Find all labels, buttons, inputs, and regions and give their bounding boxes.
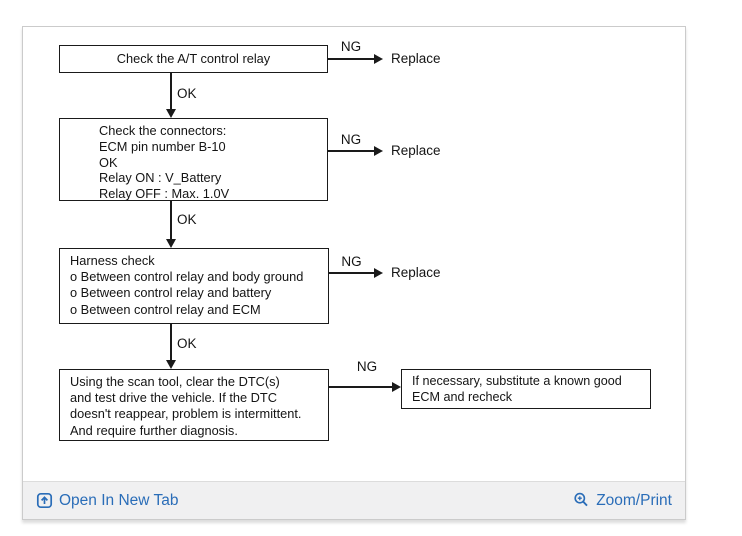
- open-in-new-tab-link[interactable]: Open In New Tab: [36, 492, 178, 510]
- viewer-toolbar: Open In New Tab Zoom/Print: [23, 481, 685, 519]
- flowchart-step-3-box: Harness check o Between control relay an…: [59, 248, 329, 324]
- arrow-right-icon: [374, 54, 383, 64]
- step-line: and test drive the vehicle. If the DTC: [70, 390, 277, 406]
- ng-connector-line: [329, 272, 374, 274]
- magnifier-icon: [573, 492, 590, 509]
- arrow-right-icon: [374, 268, 383, 278]
- step-line: o Between control relay and battery: [70, 285, 272, 301]
- step-line: If necessary, substitute a known good: [412, 374, 622, 388]
- zoom-print-link[interactable]: Zoom/Print: [573, 492, 672, 510]
- arrow-down-icon: [166, 360, 176, 369]
- flowchart-step-4-box: Using the scan tool, clear the DTC(s) an…: [59, 369, 329, 441]
- open-in-new-tab-icon: [36, 492, 53, 509]
- zoom-print-label: Zoom/Print: [596, 491, 672, 509]
- ng-label: NG: [356, 359, 378, 374]
- ng-label: NG: [340, 132, 362, 147]
- flowchart-step-2-box: Check the connectors: ECM pin number B-1…: [59, 118, 328, 201]
- ok-connector-line: [170, 324, 172, 361]
- arrow-right-icon: [374, 146, 383, 156]
- step-line: Harness check: [70, 253, 155, 268]
- replace-label: Replace: [391, 265, 441, 280]
- step-line: doesn't reappear, problem is intermitten…: [70, 406, 302, 422]
- ng-connector-line: [328, 58, 374, 60]
- ok-connector-line: [170, 201, 172, 240]
- ok-connector-line: [170, 73, 172, 110]
- ok-label: OK: [177, 212, 197, 227]
- diagram-panel: Check the A/T control relay NG Replace O…: [22, 26, 686, 520]
- flowchart-step-1-box: Check the A/T control relay: [59, 45, 328, 73]
- step-line: o Between control relay and body ground: [70, 269, 304, 285]
- step-line: ECM pin number B-10: [99, 138, 226, 154]
- step-line: Using the scan tool, clear the DTC(s): [70, 374, 280, 389]
- arrow-right-icon: [392, 382, 401, 392]
- ng-connector-line: [328, 150, 374, 152]
- ok-label: OK: [177, 336, 197, 351]
- step-line: Relay OFF : Max. 1.0V: [99, 186, 230, 202]
- ng-label: NG: [340, 39, 362, 54]
- step-line: ECM and recheck: [412, 389, 513, 404]
- open-in-new-tab-label: Open In New Tab: [59, 491, 179, 509]
- ng-label: NG: [341, 254, 362, 269]
- flowchart-result-box: If necessary, substitute a known good EC…: [401, 369, 651, 409]
- replace-label: Replace: [391, 51, 441, 66]
- arrow-down-icon: [166, 109, 176, 118]
- step-line: OK: [99, 154, 118, 170]
- step-line: o Between control relay and ECM: [70, 301, 261, 317]
- arrow-down-icon: [166, 239, 176, 248]
- replace-label: Replace: [391, 143, 441, 158]
- ok-label: OK: [177, 86, 197, 101]
- step-line: Check the A/T control relay: [116, 51, 271, 67]
- step-line: Check the connectors:: [99, 123, 227, 138]
- step-line: And require further diagnosis.: [70, 422, 238, 438]
- step-line: Relay ON : V_Battery: [99, 170, 222, 186]
- ng-connector-line: [329, 386, 393, 388]
